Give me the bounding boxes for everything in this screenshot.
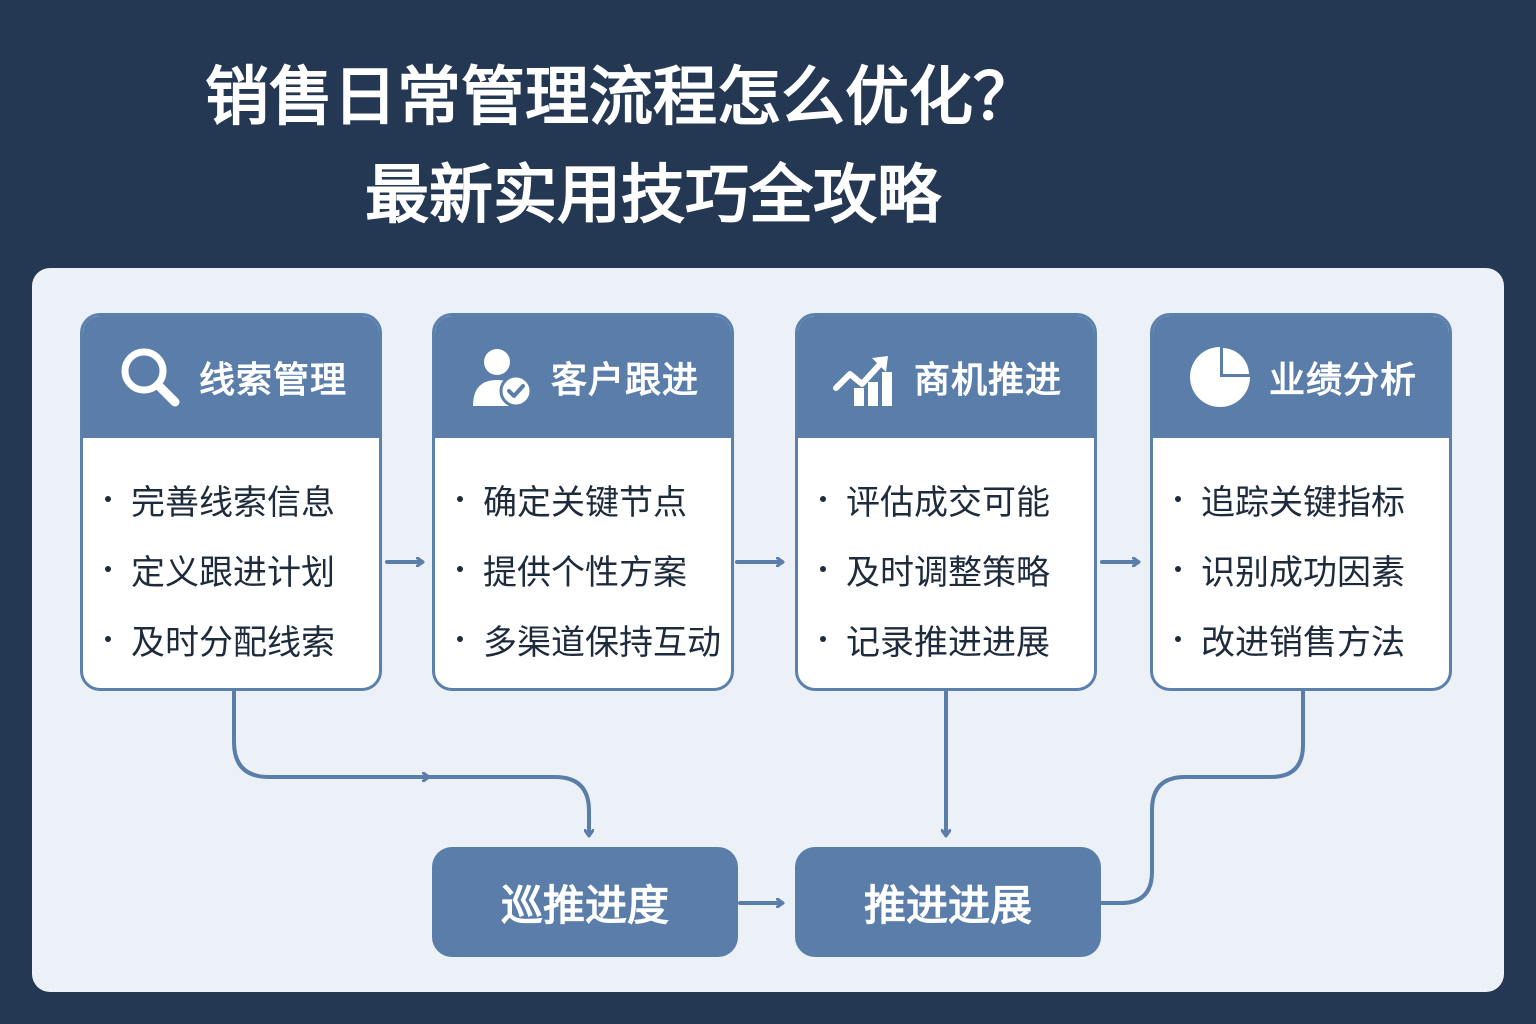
card-opportunity-advance: 商机推进 评估成交可能 及时调整策略 记录推进进展 — [795, 313, 1097, 691]
title-line-1: 销售日常管理流程怎么优化？ — [205, 61, 1037, 135]
card-header: 商机推进 — [798, 316, 1094, 438]
card-title: 商机推进 — [913, 360, 1062, 401]
card-title: 线索管理 — [198, 360, 347, 401]
card-performance-analysis: 业绩分析 追踪关键指标 识别成功因素 改进销售方法 — [1150, 313, 1452, 691]
arrow-card1-bottom-left — [232, 690, 589, 835]
list-item: 记录推进进展 — [820, 604, 1094, 674]
card-title: 业绩分析 — [1268, 360, 1417, 401]
title-line-2: 最新实用技巧全攻略 — [365, 159, 941, 233]
list-item: 及时调整策略 — [820, 534, 1094, 604]
card-title: 客户跟进 — [550, 360, 699, 401]
trend-chart-icon — [830, 342, 900, 412]
list-item: 追踪关键指标 — [1175, 464, 1449, 534]
list-item: 提供个性方案 — [457, 534, 731, 604]
list-item: 改进销售方法 — [1175, 604, 1449, 674]
connector-card4-bottom-right — [1098, 690, 1305, 905]
search-icon — [115, 342, 185, 412]
list-item: 及时分配线索 — [105, 604, 379, 674]
list-item: 完善线索信息 — [105, 464, 379, 534]
list-item: 确定关键节点 — [457, 464, 731, 534]
list-item: 识别成功因素 — [1175, 534, 1449, 604]
card-header: 业绩分析 — [1153, 316, 1449, 438]
list-item: 评估成交可能 — [820, 464, 1094, 534]
pie-chart-icon — [1185, 342, 1255, 412]
progress-patrol-box: 巡推进度 — [432, 847, 738, 957]
card-lead-management: 线索管理 完善线索信息 定义跟进计划 及时分配线索 — [80, 313, 382, 691]
user-check-icon — [467, 342, 537, 412]
card-header: 客户跟进 — [435, 316, 731, 438]
list-item: 多渠道保持互动 — [457, 604, 731, 674]
progress-status-box: 推进进展 — [795, 847, 1101, 957]
card-customer-followup: 客户跟进 确定关键节点 提供个性方案 多渠道保持互动 — [432, 313, 734, 691]
list-item: 定义跟进计划 — [105, 534, 379, 604]
card-header: 线索管理 — [83, 316, 379, 438]
